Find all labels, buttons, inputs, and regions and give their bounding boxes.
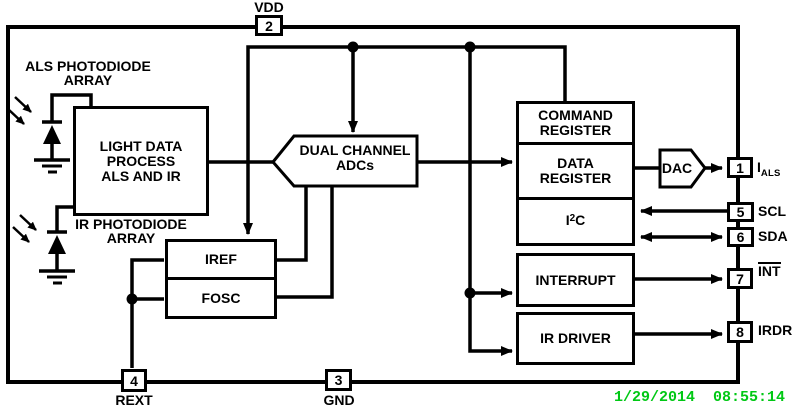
i2c-block: I2C bbox=[519, 200, 632, 243]
dac-block-shape bbox=[658, 148, 707, 189]
rext-pin-label: REXT bbox=[115, 392, 153, 408]
junction-dot bbox=[464, 41, 476, 53]
pin-2-box: 2 bbox=[255, 15, 283, 36]
block-label: ALS AND IR bbox=[101, 167, 181, 184]
pin-5-box: 5 bbox=[727, 202, 754, 222]
int-pin-label: INT bbox=[758, 262, 781, 279]
block-label: DUAL CHANNEL bbox=[299, 142, 411, 158]
block-label: FOSC bbox=[201, 289, 241, 306]
als-photodiode-icon bbox=[7, 96, 70, 174]
pin-4-box: 4 bbox=[121, 369, 147, 392]
block-label: IR DRIVER bbox=[540, 330, 611, 346]
als-diode-wire bbox=[50, 93, 93, 121]
junction-dot bbox=[347, 41, 359, 53]
fosc-block: FOSC bbox=[168, 280, 274, 316]
interrupt-block: INTERRUPT bbox=[516, 253, 635, 307]
vdd-pin-label: VDD bbox=[254, 0, 284, 15]
sda-pin-label: SDA bbox=[758, 228, 788, 244]
fosc-to-adcs bbox=[277, 187, 334, 299]
pin-6-box: 6 bbox=[727, 227, 754, 247]
block-label: COMMAND bbox=[538, 107, 613, 123]
pin-1-box: 1 bbox=[727, 157, 753, 178]
block-label: I2C bbox=[565, 212, 586, 228]
ials-pin-label: IALS bbox=[757, 159, 781, 180]
iref-block: IREF bbox=[168, 242, 274, 280]
scl-pin-label: SCL bbox=[758, 203, 786, 219]
gnd-pin-label: GND bbox=[323, 392, 355, 408]
block-label: DAC bbox=[661, 160, 693, 176]
rext-to-iref bbox=[130, 258, 164, 368]
block-label: INTERRUPT bbox=[535, 271, 616, 288]
bus-to-ir-driver bbox=[468, 47, 513, 356]
pin-3-box: 3 bbox=[325, 369, 352, 391]
als-array-label: ALS PHOTODIODE ARRAY bbox=[25, 58, 151, 88]
pin-7-box: 7 bbox=[727, 268, 753, 289]
adcs-block-shape bbox=[271, 134, 419, 188]
junction-dot bbox=[464, 287, 476, 299]
pin-8-box: 8 bbox=[727, 321, 753, 343]
light-data-process-block: LIGHT DATA PROCESS ALS AND IR bbox=[73, 106, 209, 216]
dac-block-label: DAC bbox=[656, 161, 698, 176]
block-label: DATA bbox=[557, 155, 594, 171]
ir-array-label: IR PHOTODIODE ARRAY bbox=[75, 216, 187, 246]
adcs-block-label: DUAL CHANNEL ADCs bbox=[291, 143, 419, 173]
data-register-block: DATA REGISTER bbox=[519, 145, 632, 200]
block-label: LIGHT DATA bbox=[99, 137, 183, 154]
block-label: ADCs bbox=[335, 157, 375, 173]
block-label: REGISTER bbox=[539, 170, 612, 186]
ir-driver-block: IR DRIVER bbox=[516, 312, 635, 365]
iref-to-adcs bbox=[277, 187, 308, 262]
block-label: REGISTER bbox=[539, 122, 612, 138]
block-label: IREF bbox=[205, 251, 237, 267]
light-arrows-icon bbox=[12, 214, 37, 243]
block-label: PROCESS bbox=[106, 152, 176, 169]
register-stack: COMMAND REGISTER DATA REGISTER I2C bbox=[516, 101, 635, 246]
internal-wires bbox=[50, 45, 727, 368]
ground-icon bbox=[34, 158, 70, 174]
irdr-pin-label: IRDR bbox=[758, 322, 793, 338]
junction-dots bbox=[126, 41, 476, 305]
timestamp-overlay: 1/29/2014 08:55:14 bbox=[614, 389, 786, 406]
command-bus bbox=[243, 45, 567, 235]
ir-photodiode-icon bbox=[12, 214, 75, 285]
ground-icon bbox=[39, 269, 75, 285]
iref-fosc-stack: IREF FOSC bbox=[165, 239, 277, 319]
light-arrows-icon bbox=[7, 96, 32, 125]
command-register-block: COMMAND REGISTER bbox=[519, 104, 632, 145]
junction-dot bbox=[126, 293, 138, 305]
ir-diode-wire bbox=[55, 205, 73, 231]
